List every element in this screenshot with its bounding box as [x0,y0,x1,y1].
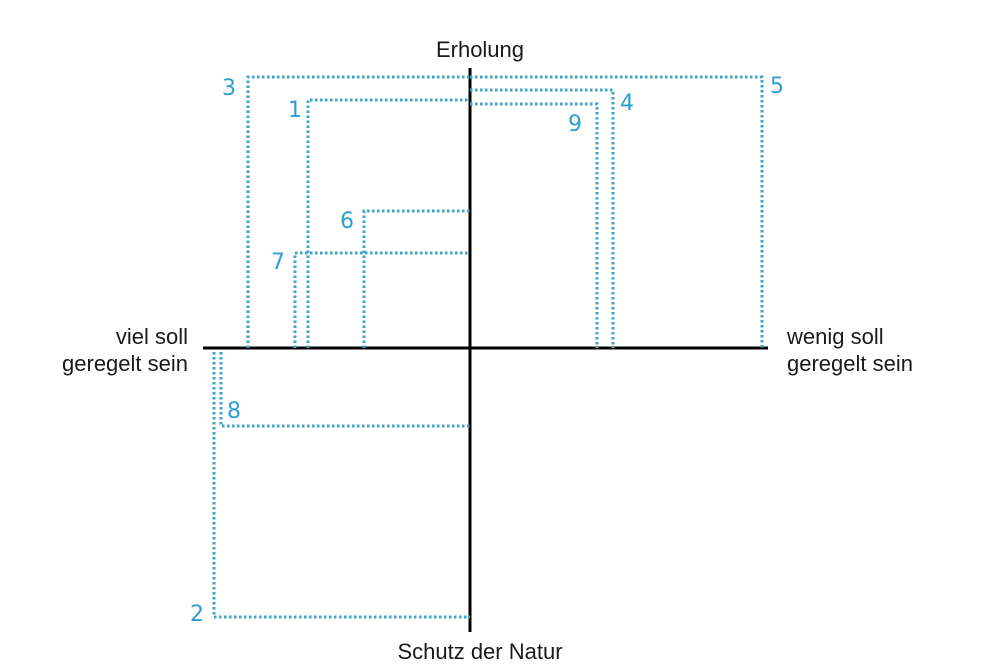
box-9 [470,102,599,348]
box-label-8: 8 [227,399,241,424]
box-7 [293,251,470,348]
box-4 [470,88,615,348]
axis-label-top: Erholung [436,37,524,62]
box-8 [219,352,470,428]
box-label-3: 3 [222,76,236,101]
box-label-7: 7 [271,250,285,275]
axis-label-right-line2: geregelt sein [787,351,913,376]
box-1 [306,98,470,348]
box-label-2: 2 [190,602,204,627]
box-label-1: 1 [288,98,302,123]
axis-label-left-line1: viel soll [116,324,188,349]
box-3 [246,75,470,348]
box-6 [362,209,470,348]
axis-label-left-line2: geregelt sein [62,351,188,376]
box-label-6: 6 [340,209,354,234]
box-label-4: 4 [620,91,634,116]
box-2 [212,352,470,619]
box-5 [470,75,764,348]
box-label-5: 5 [770,74,784,99]
axis-label-right-line1: wenig soll [786,324,884,349]
box-label-9: 9 [568,112,582,137]
axis-label-bottom: Schutz der Natur [397,639,562,664]
